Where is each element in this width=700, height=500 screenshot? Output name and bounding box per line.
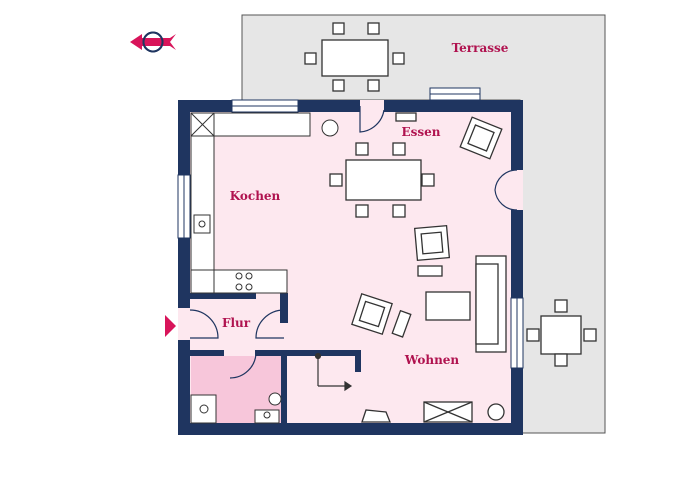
terrace-dining-set	[304, 22, 405, 92]
kitchen-units	[190, 112, 339, 294]
label-flur: Flur	[222, 316, 251, 330]
label-wohnen: Wohnen	[404, 353, 460, 367]
outer-walls	[178, 100, 523, 435]
room-labels: Terrasse Essen Kochen Flur Wohnen	[222, 41, 509, 367]
interior-walls	[186, 293, 361, 427]
entrance-arrow-icon	[165, 315, 176, 337]
terrace-small-table	[526, 299, 597, 367]
label-essen: Essen	[401, 125, 440, 139]
storage-room-arrow	[314, 352, 353, 392]
label-terrasse: Terrasse	[452, 41, 509, 55]
interior-floor	[178, 100, 523, 435]
compass-arrow-icon	[130, 31, 176, 53]
doors	[189, 106, 518, 379]
label-kochen: Kochen	[230, 189, 281, 203]
bathroom-fixtures	[190, 392, 282, 424]
dining-set	[329, 112, 435, 218]
living-room-furniture	[351, 116, 507, 423]
windows	[177, 87, 524, 369]
